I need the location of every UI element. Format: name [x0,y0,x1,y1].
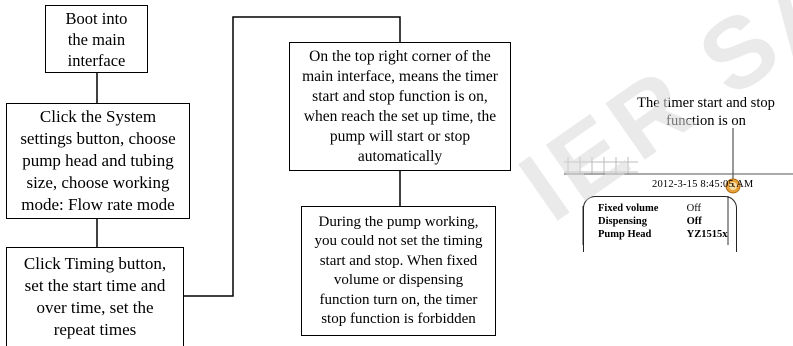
corner-indicator-box: On the top right corner of the main inte… [289,42,511,171]
system-settings-box: Click the System settings button, choose… [6,103,190,219]
screen-datetime: 2012-3-15 8:45:05 AM [652,179,754,190]
annotation-line: The timer start and stop [637,95,775,111]
system-line: settings button, choose [20,129,176,148]
status-row: Fixed volume Off [598,203,701,214]
timing-box: Click Timing button, set the start time … [6,247,184,346]
status-value: Off [686,216,702,227]
boot-line: interface [67,50,126,70]
corner-line: automatically [357,147,443,165]
working-line: stop function is forbidden [321,311,476,327]
corner-line: when reach the set up time, the [303,107,497,125]
working-line: volume or dispensing [333,272,464,288]
boot-line: Boot into [65,8,128,28]
system-line: size, choose working [26,173,170,192]
alarm-clock-icon [725,178,741,194]
status-row: Dispensing Off [598,216,702,227]
timing-line: repeat times [53,320,137,339]
timer-annotation: The timer start and stop function is on [622,94,790,130]
corner-line: main interface, means the timer [302,67,498,85]
working-line: you could not set the timing [314,233,483,249]
annotation-line: function is on [666,113,746,129]
working-line: start and stop. When fixed [319,252,478,269]
boot-line: the main [67,29,126,49]
status-value: YZ1515x [686,229,728,240]
timing-line: over time, set the [36,298,154,317]
pump-working-box: During the pump working, you could not s… [301,206,496,336]
status-label: Dispensing [598,216,648,227]
connector-timing-corner [184,16,401,297]
status-bar-grid [564,157,638,174]
timing-line: Click Timing button, [23,254,167,273]
status-label: Pump Head [598,229,652,240]
boot-box: Boot into the main interface [45,5,148,73]
status-row: Pump Head YZ1515x [598,229,727,240]
working-line: function turn on, the timer [319,291,478,308]
system-line: Click the System [39,107,157,126]
corner-line: pump will start or stop [329,127,471,145]
status-panel: Fixed volume Off Dispensing Off Pump Hea… [583,196,737,252]
timing-line: set the start time and [24,276,166,295]
status-value: Off [686,203,702,214]
system-line: mode: Flow rate mode [21,195,175,214]
system-line: pump head and tubing [22,151,174,170]
status-label: Fixed volume [598,203,659,214]
corner-line: On the top right corner of the [309,47,491,65]
corner-line: start and stop function is on, [312,87,488,105]
working-line: During the pump working, [318,213,479,230]
